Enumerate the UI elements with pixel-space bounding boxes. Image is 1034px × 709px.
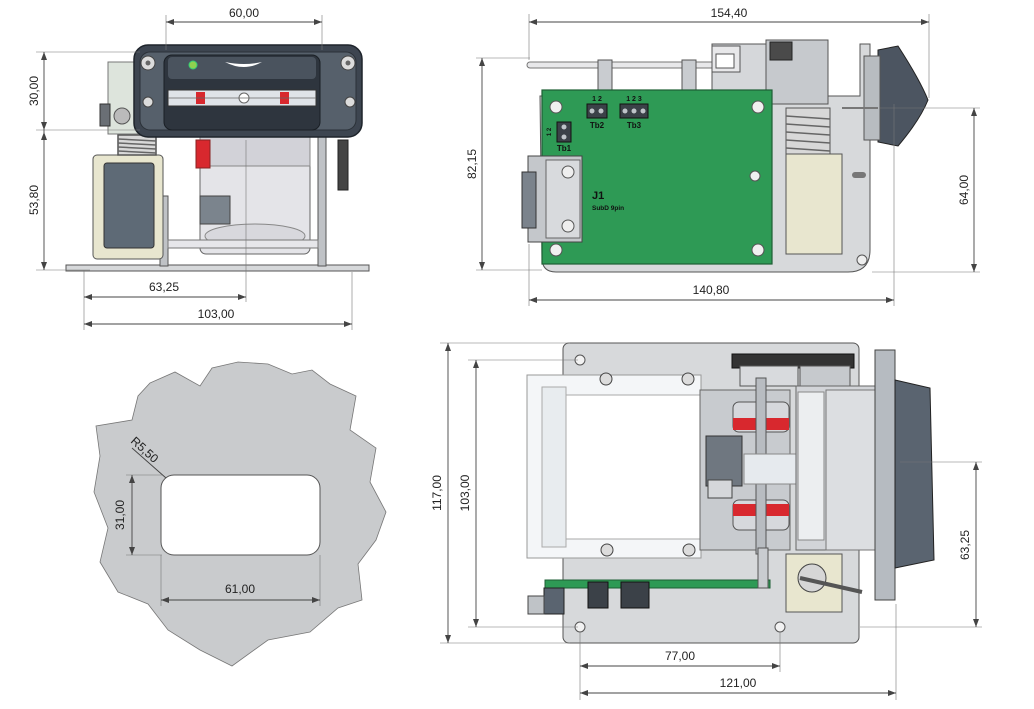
top-dimensions: 117,00 103,00 63,25 77,00 121,00 xyxy=(430,342,982,700)
dim-side-width-top: 154,40 xyxy=(711,6,748,20)
dim-side-height-right: 64,00 xyxy=(957,175,971,205)
pcb-label-tb1: Tb1 xyxy=(557,144,572,153)
dim-top-width-inner: 77,00 xyxy=(665,649,695,663)
front-spring xyxy=(117,134,157,156)
pcb-pins-tb2: 1 2 xyxy=(592,96,602,103)
side-bezel xyxy=(877,45,929,147)
dim-front-width-top: 60,00 xyxy=(229,6,259,20)
cutout-view: R5,50 31,00 61,00 xyxy=(93,361,387,667)
top-bezel xyxy=(874,349,896,601)
dim-side-width-bottom: 140,80 xyxy=(693,283,730,297)
pcb-pins-tb1: 1 2 xyxy=(547,127,553,136)
front-gear xyxy=(337,139,349,191)
front-leg-right xyxy=(317,135,327,267)
pcb-label-j1: J1 xyxy=(592,190,604,202)
front-view: 60,00 30,00 53,80 63,25 103,00 xyxy=(27,6,370,330)
dim-front-height-upper: 30,00 xyxy=(27,76,41,106)
pcb-pins-tb3: 1 2 3 xyxy=(626,96,642,103)
top-view: 117,00 103,00 63,25 77,00 121,00 xyxy=(430,342,982,700)
dim-top-height-outer: 117,00 xyxy=(430,475,444,511)
dim-top-width-outer: 121,00 xyxy=(720,676,757,690)
dim-front-height-lower: 53,80 xyxy=(27,185,41,215)
dim-front-width-total: 103,00 xyxy=(198,307,235,321)
front-base-plate xyxy=(65,264,370,272)
dim-cutout-height: 31,00 xyxy=(113,500,127,530)
front-dimensions: 60,00 30,00 53,80 63,25 103,00 xyxy=(27,6,353,330)
side-view: 1 2 1 2 3 Tb2 Tb3 1 2 Tb1 J1 SubD 9pin 1… xyxy=(465,6,980,306)
pcb-label-tb3: Tb3 xyxy=(627,121,642,130)
cutout-opening xyxy=(160,474,321,556)
side-terminal-tb1 xyxy=(556,121,572,143)
pcb-label-j1-desc: SubD 9pin xyxy=(592,205,624,212)
dim-cutout-width: 61,00 xyxy=(225,582,255,596)
dim-side-height-left: 82,15 xyxy=(465,149,479,179)
pcb-label-tb2: Tb2 xyxy=(590,121,605,130)
side-terminal-tb2 xyxy=(586,103,608,119)
dim-front-offset: 63,25 xyxy=(149,280,179,294)
dim-top-height-inner: 103,00 xyxy=(458,474,472,511)
side-solenoid xyxy=(785,153,843,255)
side-dimensions: 154,40 82,15 64,00 140,80 xyxy=(465,6,980,306)
dim-top-offset-right: 63,25 xyxy=(958,530,972,560)
